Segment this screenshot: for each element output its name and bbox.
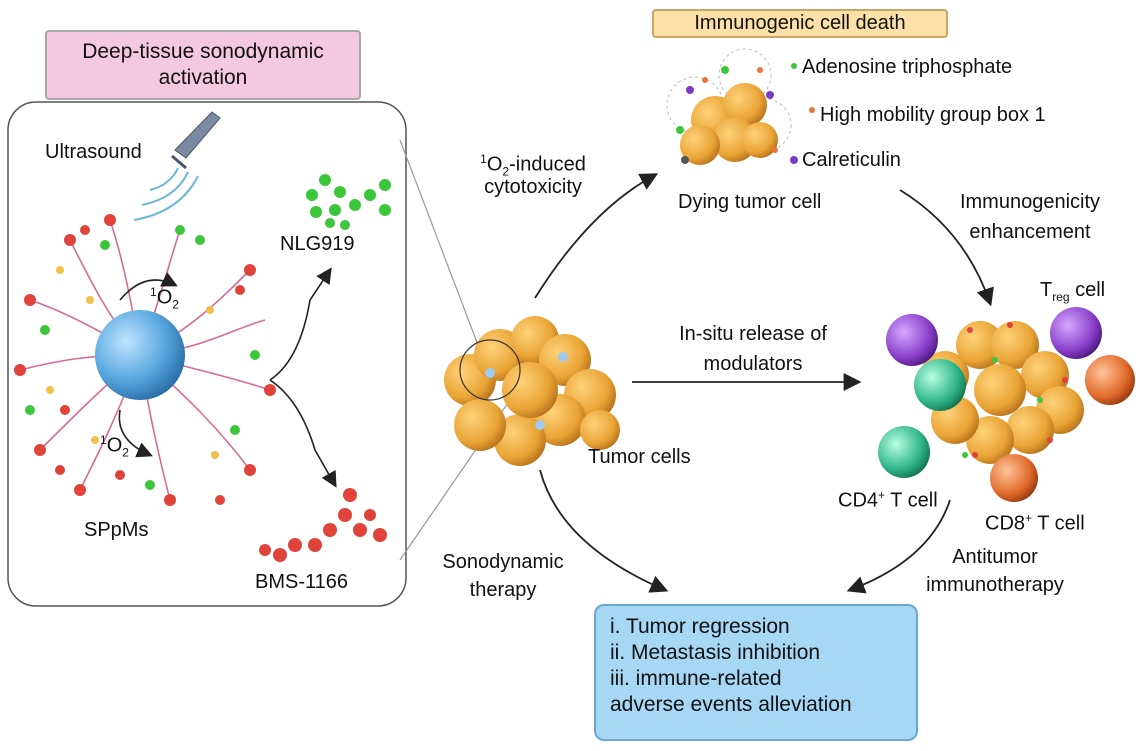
legend-calreticulin: Calreticulin bbox=[802, 149, 901, 171]
antitumor-label: Antitumor bbox=[952, 546, 1038, 568]
arrow-immune-to-outcome bbox=[846, 499, 951, 594]
therapy-label: therapy bbox=[469, 579, 537, 601]
atp-legend-dot bbox=[791, 63, 797, 69]
sppms-core-sphere bbox=[95, 310, 185, 400]
bms1166-molecule-icon bbox=[259, 488, 387, 562]
dying-tumor-cell-label: Dying tumor cell bbox=[678, 191, 822, 213]
outcome-item: adverse events alleviation bbox=[610, 693, 852, 716]
nlg919-molecule-icon bbox=[306, 174, 391, 230]
cd8-tcell-label: CD8+ T cell bbox=[985, 511, 1085, 535]
outcome-item: ii. Metastasis inhibition bbox=[610, 641, 821, 664]
cd4-cell-teal-b bbox=[878, 426, 930, 478]
treg-cell-purple-left bbox=[886, 314, 938, 366]
modulators-label: modulators bbox=[703, 353, 803, 375]
o2-induced-label: 1O2-induced bbox=[480, 152, 586, 179]
cd4-cell-teal-a bbox=[914, 359, 966, 411]
tumor-cells-label: Tumor cells bbox=[588, 446, 691, 468]
panel-title-line1: Deep-tissue sonodynamic bbox=[82, 40, 324, 63]
cd4-tcell-label: CD4+ T cell bbox=[838, 488, 938, 512]
drug-beads bbox=[14, 214, 276, 506]
arrow-to-outcome-left bbox=[539, 469, 669, 593]
o2-arrow-top bbox=[119, 272, 178, 301]
sonodynamic-label: Sonodynamic bbox=[442, 551, 564, 573]
tumor-cluster bbox=[444, 316, 620, 466]
immunogenicity-label: Immunogenicity bbox=[959, 191, 1101, 213]
sonodynamic-activation-title-box: Deep-tissue sonodynamic activation bbox=[45, 30, 361, 100]
enhancement-label: enhancement bbox=[969, 221, 1091, 243]
outcome-item: iii. immune-related bbox=[610, 667, 782, 690]
hmgb1-legend-dot bbox=[809, 107, 815, 113]
zoom-line-top bbox=[399, 139, 479, 346]
treg-cell-label: Treg cell bbox=[1040, 279, 1106, 304]
dying-tumor-cell-icon bbox=[666, 48, 792, 165]
cd8-cell-orange-b bbox=[990, 454, 1038, 502]
crt-legend-dot bbox=[790, 156, 798, 164]
ultrasound-label: Ultrasound bbox=[45, 141, 142, 163]
arrow-dying-to-immune bbox=[899, 189, 994, 307]
insitu-label: In-situ release of bbox=[679, 323, 827, 345]
treg-cell-purple-right bbox=[1050, 307, 1102, 359]
outcome-box: i. Tumor regression ii. Metastasis inhib… bbox=[594, 604, 918, 741]
icd-title: Immunogenic cell death bbox=[694, 12, 906, 34]
left-panel-frame bbox=[7, 101, 407, 607]
release-bracket bbox=[269, 267, 332, 381]
singlet-oxygen-top: 1O2 bbox=[150, 285, 179, 312]
cd8-cell-orange-a bbox=[1085, 355, 1135, 405]
panel-title-line2: activation bbox=[158, 66, 248, 89]
cytotoxicity-label: cytotoxicity bbox=[484, 176, 582, 198]
bms1166-label: BMS-1166 bbox=[255, 571, 349, 593]
singlet-oxygen-bottom: 1O2 bbox=[100, 433, 129, 460]
o2-arrow-bottom bbox=[118, 409, 153, 458]
immunotherapy-label: immunotherapy bbox=[926, 574, 1064, 596]
outcome-item: i. Tumor regression bbox=[610, 615, 790, 638]
ultrasound-probe-icon bbox=[133, 111, 221, 221]
sppms-label: SPpMs bbox=[84, 519, 149, 541]
icd-title-box: Immunogenic cell death bbox=[652, 9, 948, 38]
nlg919-label: NLG919 bbox=[280, 233, 355, 255]
legend-hmgb1: High mobility group box 1 bbox=[820, 104, 1046, 126]
legend-atp: Adenosine triphosphate bbox=[802, 56, 1013, 78]
arrow-to-dying bbox=[534, 173, 659, 299]
